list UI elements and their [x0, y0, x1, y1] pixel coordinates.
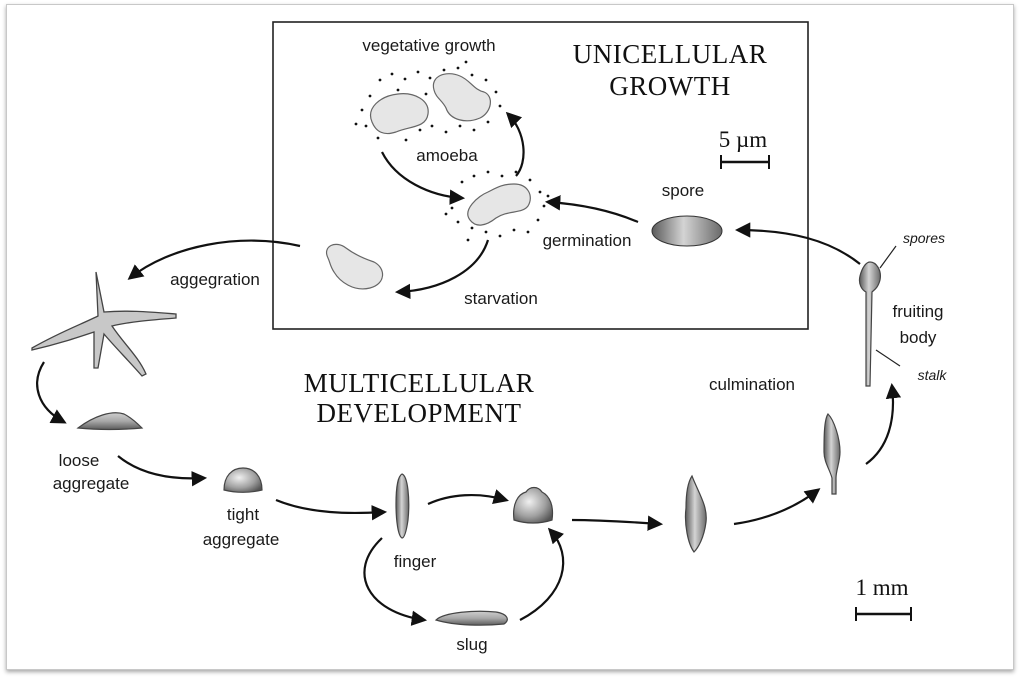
scale-bar-5um: [720, 155, 770, 169]
spore-cell: [651, 215, 723, 247]
arrow-to-slug: [363, 537, 428, 626]
early-culminant-shape: [684, 474, 707, 553]
multicellular-title-line2: DEVELOPMENT: [317, 398, 522, 428]
label-loose-line2: aggregate: [53, 474, 130, 493]
arrow-to-spore: [734, 222, 861, 265]
arrow-growth-down: [381, 151, 466, 205]
tight-aggregate-shape: [223, 467, 263, 493]
multicellular-title-line1: MULTICELLULAR: [304, 368, 535, 398]
spores-pointer: [879, 245, 897, 269]
aggregation-streams: [31, 271, 177, 377]
fruiting-body-shape: [858, 261, 881, 387]
arrow-to-finger: [275, 498, 388, 521]
arrow-growth-up: [505, 111, 525, 177]
arrow-to-late-culminant: [733, 488, 821, 526]
unicellular-box: [272, 21, 809, 330]
late-culminant-shape: [823, 413, 841, 495]
label-spores: spores: [903, 230, 945, 246]
stalk-pointer: [875, 349, 901, 367]
label-culmination: culmination: [709, 375, 795, 394]
scale-label-1mm: 1 mm: [855, 575, 908, 600]
amoeba-cell-3: [467, 183, 531, 226]
label-stalk: stalk: [918, 367, 948, 383]
arrow-aggregation: [127, 239, 301, 280]
arrow-to-loose: [36, 361, 67, 424]
finger-shape: [395, 473, 410, 539]
arrow-finger-to-hat: [427, 489, 509, 506]
arrow-germination: [544, 195, 639, 224]
label-fruiting-line1: fruiting: [892, 302, 943, 321]
arrow-to-tight: [117, 455, 208, 487]
unicellular-title-line1: UNICELLULAR: [573, 39, 767, 69]
starving-amoeba: [326, 243, 384, 290]
label-fruiting-line2: body: [900, 328, 937, 347]
label-spore: spore: [662, 181, 705, 200]
label-tight-line2: aggregate: [203, 530, 280, 549]
arrow-starvation: [394, 239, 490, 300]
amoeba-cell-1: [370, 93, 429, 135]
label-aggregation: aggegration: [170, 270, 260, 289]
label-germination: germination: [543, 231, 632, 250]
arrow-slug-to-mexican-hat: [519, 527, 565, 621]
label-amoeba: amoeba: [416, 146, 478, 165]
mexican-hat-shape: [513, 486, 554, 524]
scale-label-5um: 5 µm: [719, 127, 768, 152]
label-loose-line1: loose: [59, 451, 100, 470]
unicellular-title-line2: GROWTH: [609, 71, 730, 101]
label-slug: slug: [456, 635, 487, 654]
label-starvation: starvation: [464, 289, 538, 308]
scale-bar-1mm: [855, 607, 912, 621]
label-vegetative-growth: vegetative growth: [362, 36, 495, 55]
label-tight-line1: tight: [227, 505, 259, 524]
arrow-to-fruiting-body: [865, 382, 902, 465]
label-finger: finger: [394, 552, 437, 571]
amoeba-cell-2: [432, 73, 491, 122]
slug-shape: [434, 610, 508, 626]
loose-aggregate-shape: [76, 412, 144, 431]
arrow-to-early-culminant: [571, 515, 664, 531]
